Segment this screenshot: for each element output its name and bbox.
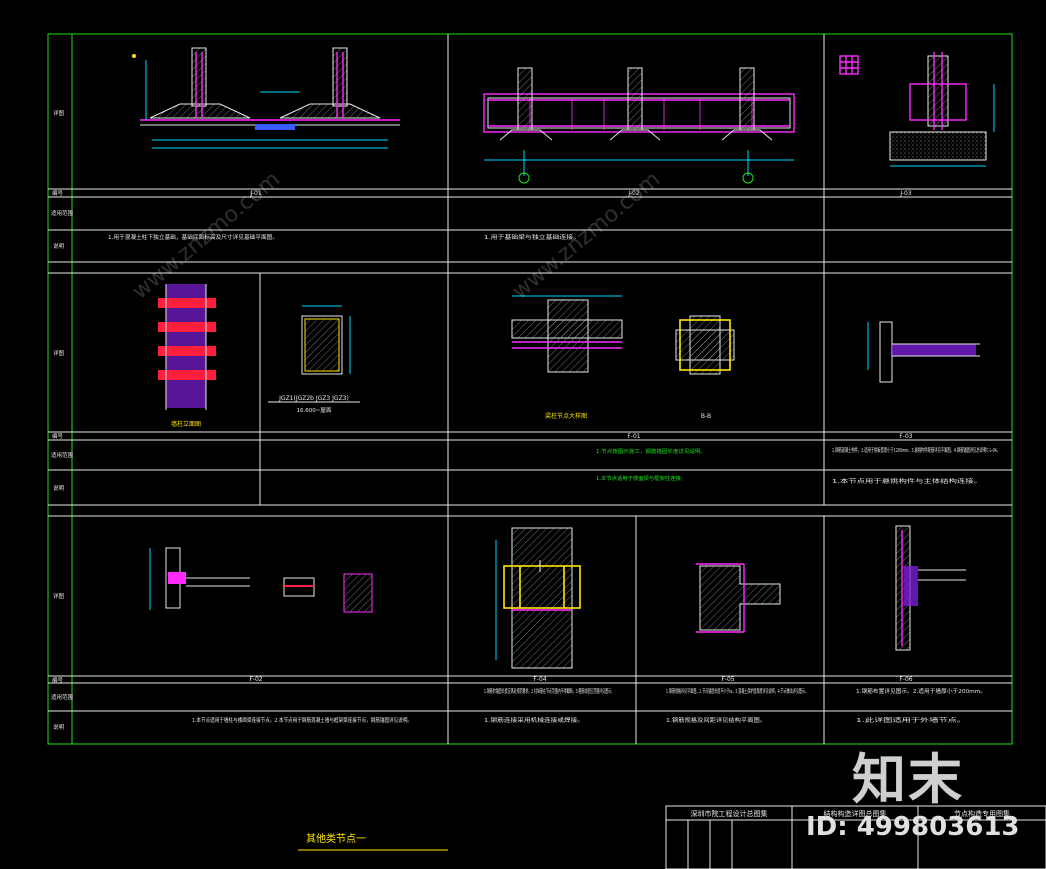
detail-f01: 梁柱节点大样图 B-B bbox=[511, 295, 735, 420]
applicable-text: 1.钢筋规格详见平面图。2.节点锚固长度不小于la。3.混凝土保护层厚度详见说明… bbox=[666, 687, 808, 695]
applicable-text: 1.钢筋布置详见图示。2.适用于墙厚小于200mm。 bbox=[856, 687, 986, 695]
detail-j02 bbox=[483, 67, 795, 184]
applicable-text: 1.钢筋的锚固长度应满足规范要求。2.柱纵筋在节点范围内不得截断。3.箍筋加密区… bbox=[484, 687, 614, 695]
brand-id: ID: 499803613 bbox=[806, 812, 1020, 842]
title-block-col2: 结构构造详图总图集 bbox=[824, 809, 887, 818]
applicable-text: 1.节点按图示施工，钢筋锚固长度详见说明。 bbox=[596, 448, 706, 455]
row-label-note: 说明 bbox=[53, 484, 65, 492]
title-block: 深圳市院工程设计总图集 结构构造详图总图集 节点构造专用图集 bbox=[665, 805, 1046, 869]
detail-code: F-06 bbox=[899, 676, 912, 683]
detail-wall-column: 墙柱立面图 bbox=[158, 284, 216, 428]
row-label-number: 编号 bbox=[52, 676, 64, 684]
row-label-applicable: 适用范围 bbox=[51, 209, 74, 217]
section-level: 16.600~屋面 bbox=[297, 407, 332, 414]
frame-grid bbox=[47, 33, 1013, 745]
detail-caption: 梁柱节点大样图 bbox=[545, 412, 587, 420]
detail-code: F-05 bbox=[721, 676, 734, 683]
note-text: 1.钢筋连接采用机械连接或焊接。 bbox=[484, 716, 584, 724]
detail-code: F-04 bbox=[533, 676, 546, 683]
detail-code: F-01 bbox=[627, 433, 640, 440]
detail-code: F-03 bbox=[899, 433, 912, 440]
detail-j01 bbox=[132, 47, 400, 149]
detail-column-section: JGZ1(JGZ2b JGZ3 JGZ3) 16.600~屋面 bbox=[268, 305, 360, 414]
section-caption: B-B bbox=[701, 413, 711, 420]
row-label-applicable: 适用范围 bbox=[51, 693, 74, 701]
notes: 1.用于混凝土柱下独立基础，基础底面标高及尺寸详见基础平面图。 1.用于基础梁与… bbox=[108, 233, 1000, 724]
note-text: 1.本节点用于悬挑构件与主体结构连接。 bbox=[832, 477, 982, 485]
row-label-detail: 详图 bbox=[53, 592, 65, 600]
row-label-number: 编号 bbox=[52, 189, 64, 197]
detail-code: J-01 bbox=[249, 190, 262, 197]
note-text: 1.用于基础梁与独立基础连接。 bbox=[484, 233, 580, 241]
title-block-col3: 节点构造专用图集 bbox=[954, 809, 1010, 818]
detail-caption: 墙柱立面图 bbox=[171, 420, 201, 428]
title-block-col1: 深圳市院工程设计总图集 bbox=[691, 809, 768, 818]
row-label-note: 说明 bbox=[53, 723, 65, 731]
detail-f04 bbox=[495, 527, 581, 669]
brand-logo: 知末 bbox=[852, 748, 964, 811]
section-caption: JGZ1(JGZ2b JGZ3 JGZ3) bbox=[278, 395, 349, 402]
row-label-detail: 详图 bbox=[53, 109, 65, 117]
note-text: 1.钢筋规格及间距详见结构平面图。 bbox=[666, 716, 766, 724]
watermark-site: www.znzmo.com www.znzmo.com bbox=[128, 167, 665, 305]
detail-code: J-03 bbox=[899, 190, 912, 197]
detail-f02 bbox=[149, 547, 373, 613]
detail-j03 bbox=[839, 52, 995, 167]
note-text: 1.本节点适用于墙柱与楼面梁连接节点。2.本节点用于钢筋混凝土墙与框架梁连接节点… bbox=[192, 716, 412, 724]
note-text: 1.用于混凝土柱下独立基础，基础底面标高及尺寸详见基础平面图。 bbox=[108, 233, 278, 241]
row-label-note: 说明 bbox=[53, 242, 65, 250]
detail-f06 bbox=[895, 525, 966, 651]
sheet-title-group: 其他类节点一 bbox=[298, 832, 448, 851]
row-label-number: 编号 bbox=[52, 432, 64, 440]
detail-codes: J-01 J-02 J-03 F-01 F-03 F-02 F-04 F-05 … bbox=[249, 190, 912, 683]
row-label-applicable: 适用范围 bbox=[51, 451, 74, 459]
row-label-detail: 详图 bbox=[53, 349, 65, 357]
note-text: 1.此详图适用于外墙节点。 bbox=[856, 716, 966, 724]
detail-code: J-02 bbox=[627, 190, 640, 197]
detail-code: F-02 bbox=[249, 676, 262, 683]
row-labels: 详图 编号 适用范围 说明 详图 编号 适用范围 说明 详图 编号 适用范围 说… bbox=[51, 109, 74, 731]
applicable-text: 1.钢筋混凝土构件。2.适用于挑板宽度小于1200mm。3.悬挑构件配筋详见平面… bbox=[832, 446, 1000, 454]
detail-f05 bbox=[696, 563, 781, 633]
detail-f03 bbox=[867, 321, 980, 383]
sheet-title: 其他类节点一 bbox=[306, 832, 366, 845]
note-text: 1.本节点适用于楼面梁与框架柱连接。 bbox=[596, 475, 686, 482]
